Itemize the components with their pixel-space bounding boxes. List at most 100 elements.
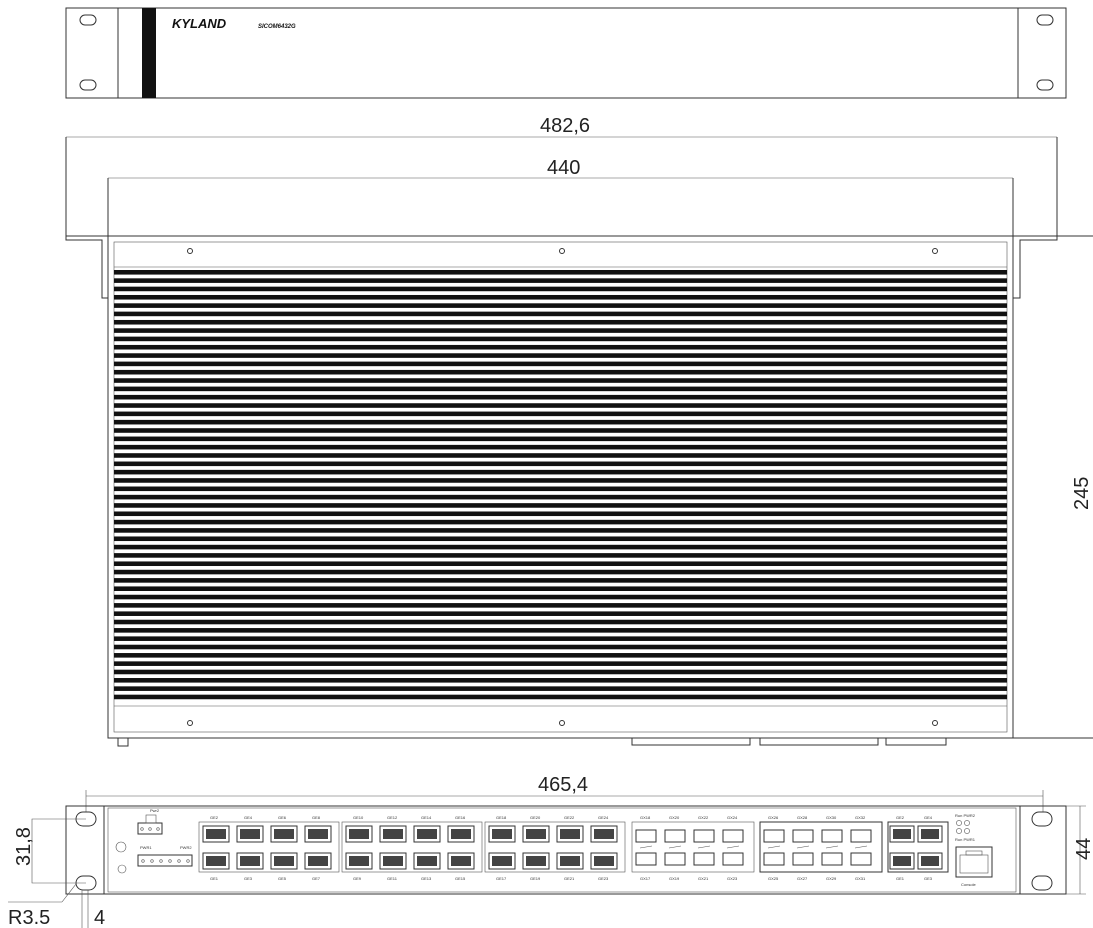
- port-label: GE14: [421, 815, 432, 820]
- rj45-port: [270, 852, 298, 870]
- heatsink-fin: [114, 336, 1007, 342]
- rj45-jack: [383, 829, 403, 839]
- port-label: GE1: [896, 876, 905, 881]
- rj45-port: [488, 852, 516, 870]
- heatsink-fin: [114, 294, 1007, 300]
- heatsink-fin: [114, 394, 1007, 400]
- heatsink-fin: [114, 686, 1007, 691]
- rj45-jack: [349, 829, 369, 839]
- screw: [932, 720, 938, 726]
- port-label: GX22: [698, 815, 709, 820]
- port-label: GX24: [727, 815, 738, 820]
- power-connector: Pwr2 PWR1 PWR2: [115, 808, 193, 874]
- sfp-cage: [792, 852, 814, 866]
- rj45-port: [488, 825, 516, 843]
- rj45-jack: [526, 856, 546, 866]
- combo-group: [887, 821, 949, 873]
- console-label: Console: [961, 882, 976, 887]
- rj45-jack: [240, 856, 260, 866]
- heatsink-fin: [114, 644, 1007, 650]
- combo-port: [917, 825, 943, 843]
- heatsink-fin: [114, 428, 1007, 433]
- heatsink-fin: [114, 278, 1007, 283]
- rj45-port: [236, 825, 264, 843]
- led-label-top: Run PWR2: [955, 813, 976, 818]
- rj45-port: [202, 825, 230, 843]
- rj45-jack: [383, 856, 403, 866]
- port-label: GX17: [640, 876, 651, 881]
- dim-44: 44: [1073, 838, 1093, 860]
- rj45-port: [345, 825, 373, 843]
- sfp-cage: [635, 829, 657, 843]
- front-view-top: KYLAND SICOM6432G: [65, 7, 1067, 99]
- port-label: GE9: [353, 876, 362, 881]
- front-plate: [65, 7, 1067, 99]
- heatsink-fin: [114, 361, 1007, 367]
- rj45-jack: [206, 856, 226, 866]
- port-label: GE20: [530, 815, 541, 820]
- screw: [559, 248, 565, 254]
- heatsink-fin: [114, 678, 1007, 683]
- rj45-jack: [206, 829, 226, 839]
- port-label: GX28: [797, 815, 808, 820]
- console-port: Console: [955, 846, 993, 887]
- rj45-jack: [560, 829, 580, 839]
- heatsink-fin: [114, 369, 1007, 375]
- rj45-port: [556, 825, 584, 843]
- heatsink-fin: [114, 619, 1007, 625]
- dim-465: 465,4: [538, 774, 588, 796]
- heatsink-fin: [114, 569, 1007, 575]
- ground-screw-icon: [117, 864, 127, 874]
- rj45-jack: [417, 829, 437, 839]
- rj45-jack: [349, 856, 369, 866]
- heatsink-fin: [114, 586, 1007, 591]
- port-label: GE5: [278, 876, 287, 881]
- sfp-cage: [763, 829, 785, 843]
- rj45-jack: [240, 829, 260, 839]
- heatsink-fin: [114, 386, 1007, 392]
- port-label: GX23: [727, 876, 738, 881]
- rj45-port: [522, 852, 550, 870]
- heatsink-fin: [114, 519, 1007, 525]
- heatsink-fin: [114, 553, 1007, 558]
- led-label-bottom: Run PWR1: [955, 837, 976, 842]
- sfp-group: [759, 821, 883, 873]
- port-label: GE6: [278, 815, 287, 820]
- rj45-jack: [492, 829, 512, 839]
- port-label: GE11: [387, 876, 398, 881]
- sfp-group: [631, 821, 755, 873]
- heatsink-fin: [114, 528, 1007, 533]
- heatsink-fin: [114, 694, 1007, 700]
- port-label: GE3: [924, 876, 933, 881]
- port-label: GX20: [669, 815, 680, 820]
- chassis-body: [107, 235, 1014, 739]
- rj45-group: [198, 821, 340, 873]
- heatsink-fin: [114, 444, 1007, 450]
- rj45-port: [590, 852, 618, 870]
- rj45-jack: [526, 829, 546, 839]
- rj45-group: [484, 821, 626, 873]
- port-label: GE18: [496, 815, 507, 820]
- port-label: GX21: [698, 876, 709, 881]
- rj45-port: [202, 852, 230, 870]
- rj45-jack: [274, 856, 294, 866]
- sfp-cage: [763, 852, 785, 866]
- heatsink-fin: [114, 419, 1007, 425]
- rj45-port: [413, 825, 441, 843]
- rj45-jack: [451, 856, 471, 866]
- heatsink-fin: [114, 494, 1007, 500]
- rj45-jack: [417, 856, 437, 866]
- mount-slot: [1036, 14, 1054, 26]
- heatsink-fin: [114, 411, 1007, 417]
- sfp-cage: [821, 852, 843, 866]
- sfp-cage: [693, 852, 715, 866]
- heatsink-fin: [114, 403, 1007, 408]
- heatsink-fins: [114, 270, 1007, 700]
- mount-slot: [1036, 79, 1054, 91]
- sfp-cage: [792, 829, 814, 843]
- sfp-cage: [693, 829, 715, 843]
- heatsink-fin: [114, 436, 1007, 442]
- port-label: GE15: [455, 876, 466, 881]
- heatsink-fin: [114, 303, 1007, 308]
- rj45-port: [379, 852, 407, 870]
